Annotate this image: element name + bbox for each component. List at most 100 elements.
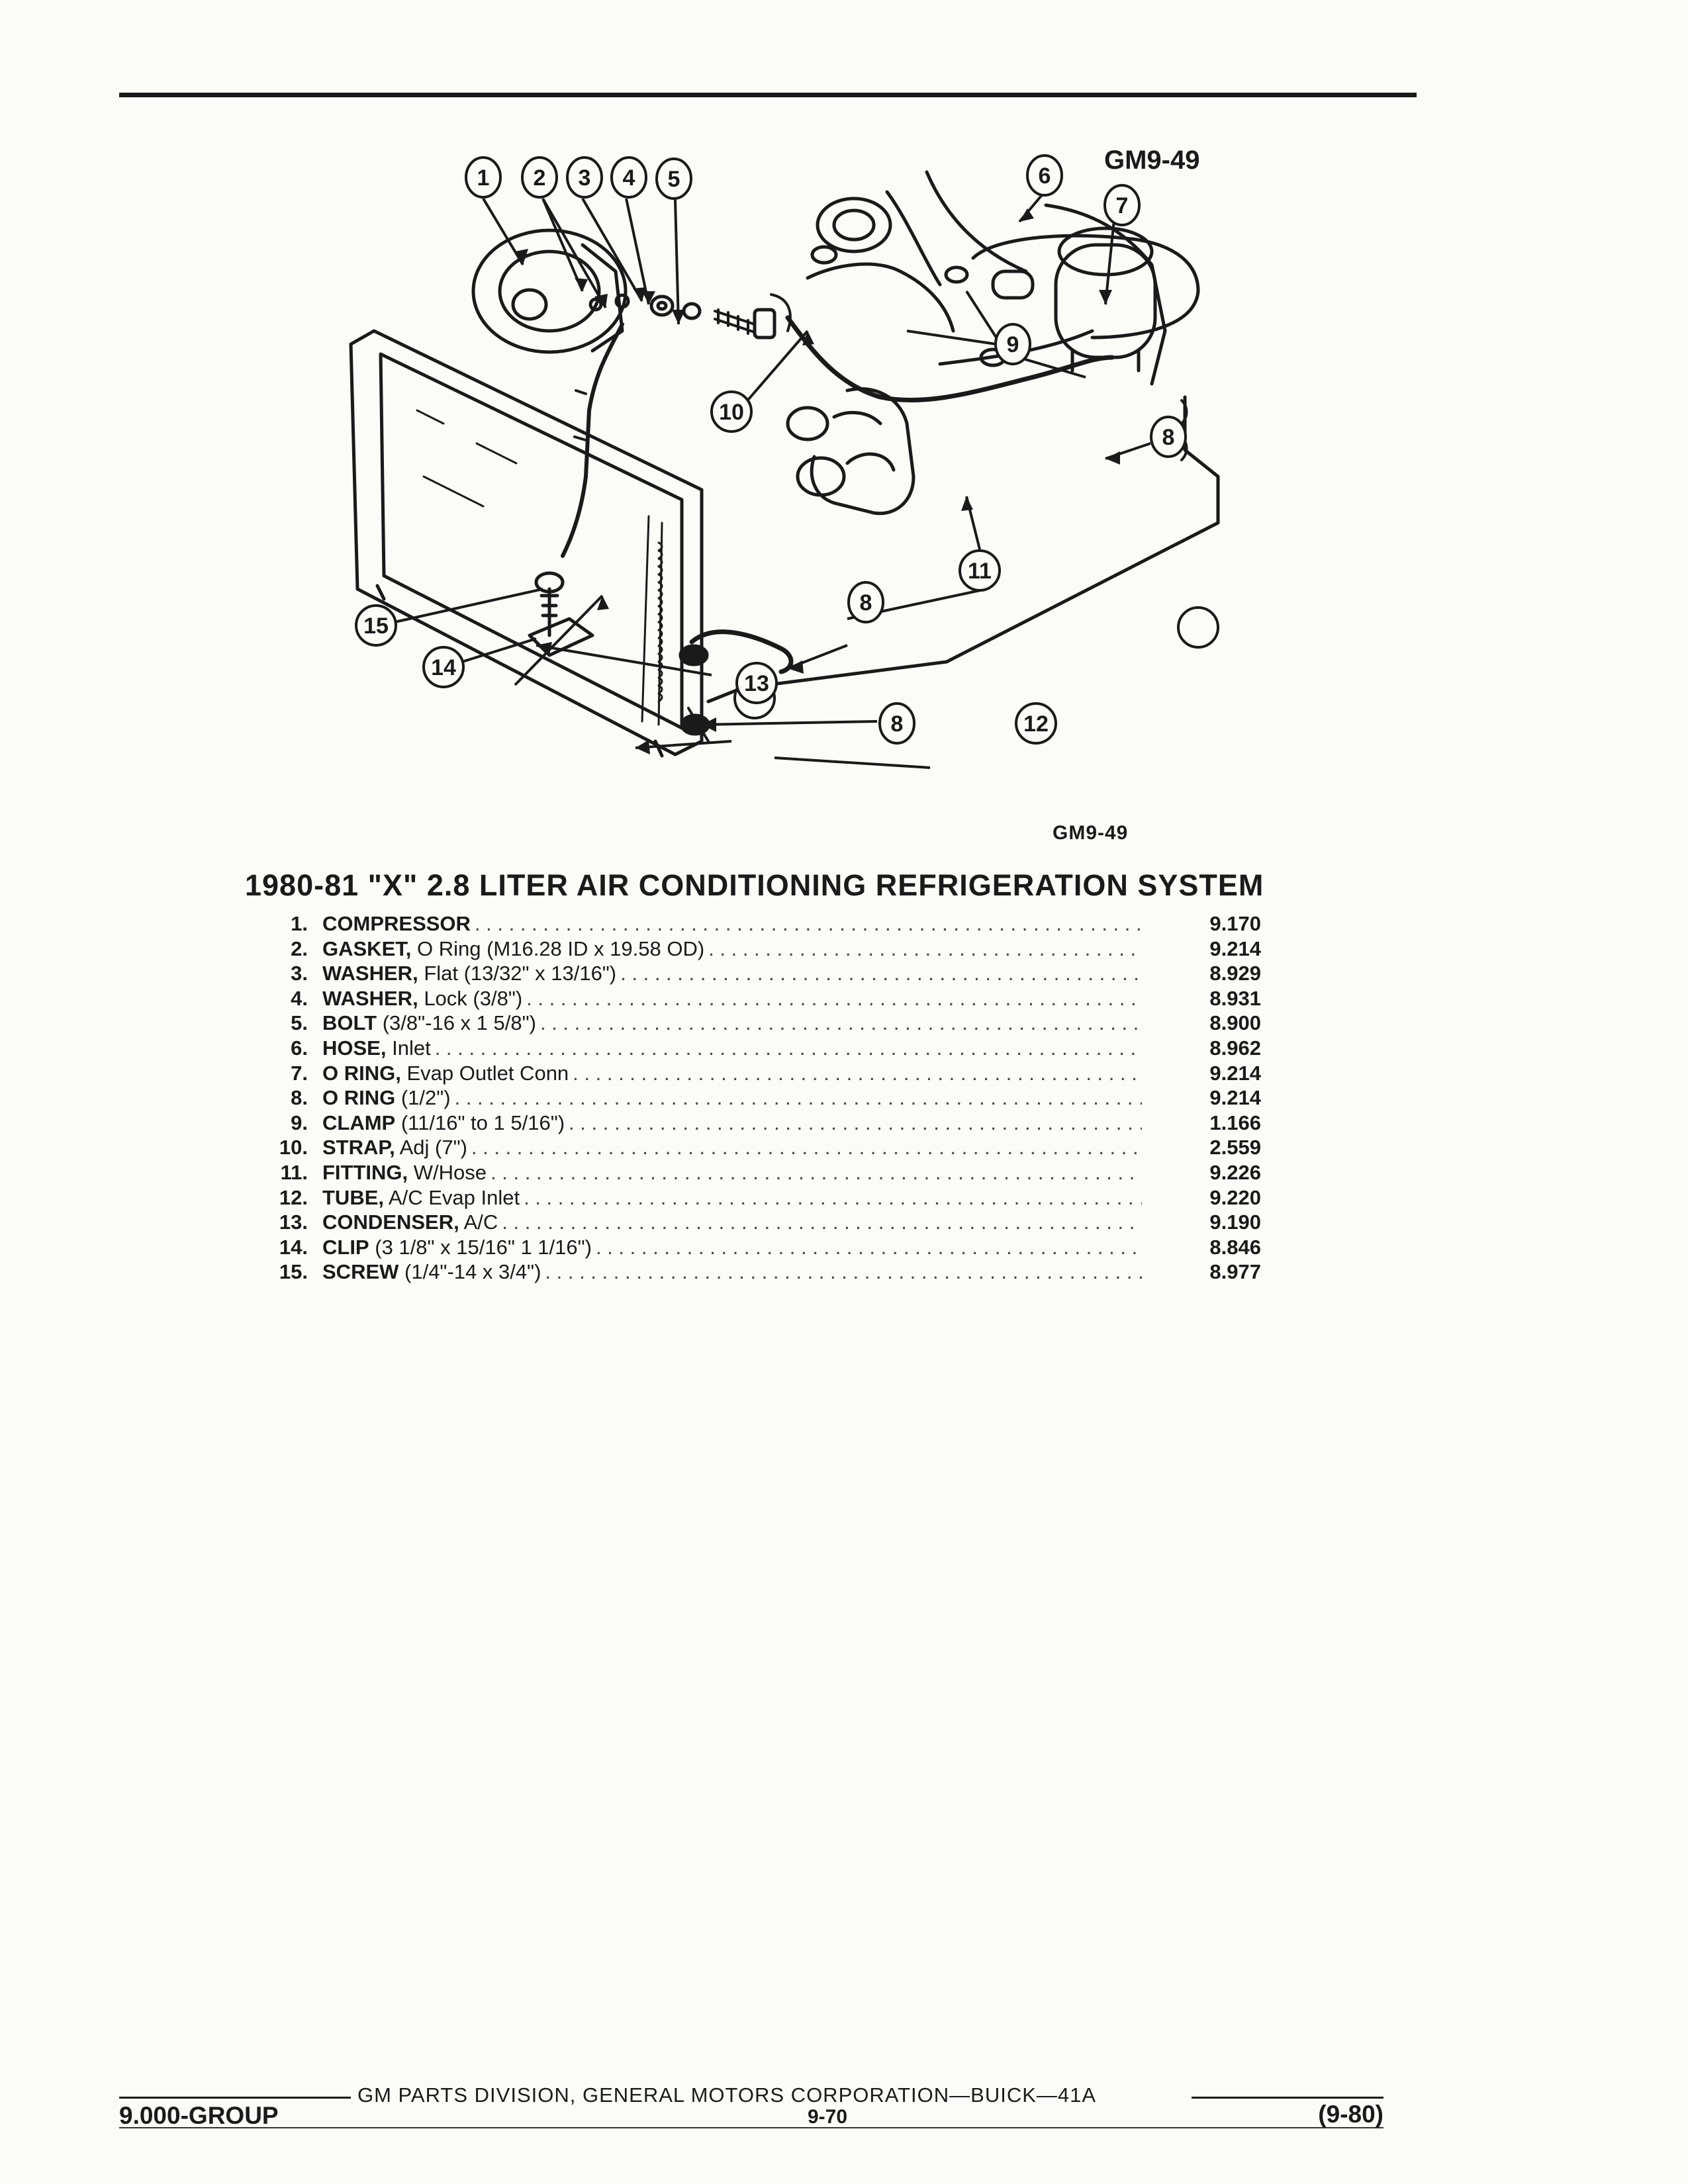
part-detail: (1/2"): [400, 1086, 451, 1110]
dot-leader: [451, 1086, 1142, 1110]
callout-14: [422, 646, 465, 688]
callout-12: [1177, 606, 1219, 649]
callout-2: [521, 156, 558, 199]
part-number: 7.: [291, 1061, 308, 1085]
part-detail: Adj (7"): [399, 1136, 467, 1160]
figure-code-bottom: GM9-49: [1053, 822, 1129, 844]
part-name: GASKET,: [322, 936, 412, 960]
callout-label-2: 2: [534, 165, 546, 191]
callout-label-14: 14: [431, 655, 456, 680]
callout-label-6: 6: [1039, 163, 1051, 189]
fasteners-drawing: [649, 293, 792, 340]
parts-list-item: 11. FITTING, W/Hose 9.226: [245, 1161, 1261, 1186]
hose-drawing: [561, 322, 624, 558]
part-name: WASHER,: [322, 986, 418, 1010]
parts-list-item: 4. WASHER, Lock (3/8") 8.931: [245, 987, 1261, 1012]
dot-leader: [536, 1011, 1142, 1035]
part-number: 14.: [279, 1235, 308, 1259]
callout-8b: [847, 581, 884, 623]
part-group-ref: 9.226: [1209, 1160, 1261, 1184]
part-number: 12.: [279, 1185, 308, 1209]
part-number: 1.: [291, 912, 308, 935]
part-number: 3.: [291, 962, 308, 985]
part-detail: A/C Evap Inlet: [388, 1185, 520, 1209]
part-description: CONDENSER, A/C: [322, 1210, 498, 1234]
callout-7: [1103, 184, 1141, 226]
part-description: FITTING, W/Hose: [322, 1161, 487, 1185]
part-detail: Lock (3/8"): [424, 986, 523, 1010]
parts-list-item: 14. CLIP (3 1/8" x 15/16" 1 1/16") 8.846: [245, 1236, 1261, 1261]
part-group-ref: 8.931: [1209, 986, 1261, 1010]
part-description: COMPRESSOR: [322, 912, 471, 936]
dot-leader: [467, 1136, 1142, 1160]
condenser-drawing: [349, 329, 704, 758]
part-number: 9.: [291, 1111, 308, 1134]
callout-label-1: 1: [477, 165, 490, 191]
callout-label-10: 10: [719, 400, 744, 425]
part-name: O RING,: [322, 1061, 401, 1085]
callout-1: [465, 156, 502, 199]
parts-list-item: 5. BOLT (3/8"-16 x 1 5/8") 8.900: [245, 1011, 1261, 1036]
part-description: WASHER, Lock (3/8"): [322, 987, 522, 1011]
footer-rule-left: [119, 2097, 351, 2099]
callout-label-13: 13: [744, 671, 769, 696]
part-name: CONDENSER,: [322, 1210, 459, 1234]
part-group-ref: 9.214: [1209, 1086, 1261, 1110]
dot-leader: [431, 1036, 1142, 1060]
strap-drawing: [786, 387, 915, 516]
parts-list-item: 3. WASHER, Flat (13/32" x 13/16") 8.929: [245, 962, 1261, 987]
callout-12-circle: [1015, 702, 1057, 745]
part-number: 13.: [279, 1210, 308, 1234]
callout-11: [959, 549, 1001, 592]
parts-list-item: 1. COMPRESSOR 9.170: [245, 912, 1261, 937]
part-description: TUBE, A/C Evap Inlet: [322, 1186, 520, 1210]
dot-leader: [592, 1236, 1142, 1259]
callout-label-8b: 8: [860, 590, 872, 615]
part-name: TUBE,: [322, 1185, 384, 1209]
parts-list-item: 9. CLAMP (11/16" to 1 5/16") 1.166: [245, 1111, 1261, 1136]
part-detail: W/Hose: [413, 1160, 487, 1184]
callout-5: [655, 158, 692, 200]
part-group-ref: 9.190: [1209, 1210, 1261, 1234]
group-label: 9.000-GROUP: [119, 2102, 279, 2129]
parts-list-item: 8. O RING (1/2") 9.214: [245, 1086, 1261, 1111]
page-number: 9-70: [807, 2106, 848, 2128]
parts-list: 1. COMPRESSOR 9.170 2. GASKET, O Ring (M…: [245, 912, 1261, 1285]
callout-15: [355, 604, 397, 647]
section-title: 1980-81 "X" 2.8 LITER AIR CONDITIONING R…: [245, 868, 1264, 902]
dot-leader: [498, 1210, 1142, 1234]
part-description: STRAP, Adj (7"): [322, 1136, 467, 1160]
part-group-ref: 9.214: [1209, 936, 1261, 960]
parts-list-item: 7. O RING, Evap Outlet Conn 9.214: [245, 1062, 1261, 1087]
parts-list-item: 10. STRAP, Adj (7") 2.559: [245, 1136, 1261, 1161]
footer-division: GM PARTS DIVISION, GENERAL MOTORS CORPOR…: [357, 2083, 1097, 2107]
parts-list-item: 15. SCREW (1/4"-14 x 3/4") 8.977: [245, 1260, 1261, 1285]
part-detail: O Ring (M16.28 ID x 19.58 OD): [416, 936, 705, 960]
part-number: 2.: [291, 936, 308, 960]
part-number: 5.: [291, 1011, 308, 1035]
callout-label-8a: 8: [1162, 425, 1175, 450]
callout-9: [994, 323, 1031, 365]
part-detail: (3 1/8" x 15/16" 1 1/16"): [375, 1235, 592, 1259]
parts-list-item: 6. HOSE, Inlet 8.962: [245, 1036, 1261, 1062]
dot-leader: [471, 912, 1142, 936]
parts-list-item: 13. CONDENSER, A/C 9.190: [245, 1210, 1261, 1236]
part-description: BOLT (3/8"-16 x 1 5/8"): [322, 1011, 536, 1035]
callout-4: [610, 156, 647, 199]
part-number: 11.: [280, 1160, 308, 1184]
part-group-ref: 1.166: [1209, 1111, 1261, 1134]
part-description: HOSE, Inlet: [322, 1036, 431, 1060]
part-description: SCREW (1/4"-14 x 3/4"): [322, 1260, 541, 1284]
part-detail: (11/16" to 1 5/16"): [400, 1111, 565, 1134]
callout-8c: [878, 702, 915, 745]
part-name: O RING: [322, 1086, 396, 1110]
part-group-ref: 8.977: [1209, 1260, 1261, 1284]
part-name: WASHER,: [322, 962, 418, 985]
part-number: 10.: [279, 1136, 308, 1160]
part-name: CLAMP: [322, 1111, 396, 1134]
top-rule: [119, 93, 1417, 97]
dot-leader: [569, 1062, 1142, 1085]
callout-label-9: 9: [1007, 332, 1019, 357]
part-group-ref: 8.929: [1209, 962, 1261, 985]
part-number: 6.: [291, 1036, 308, 1060]
